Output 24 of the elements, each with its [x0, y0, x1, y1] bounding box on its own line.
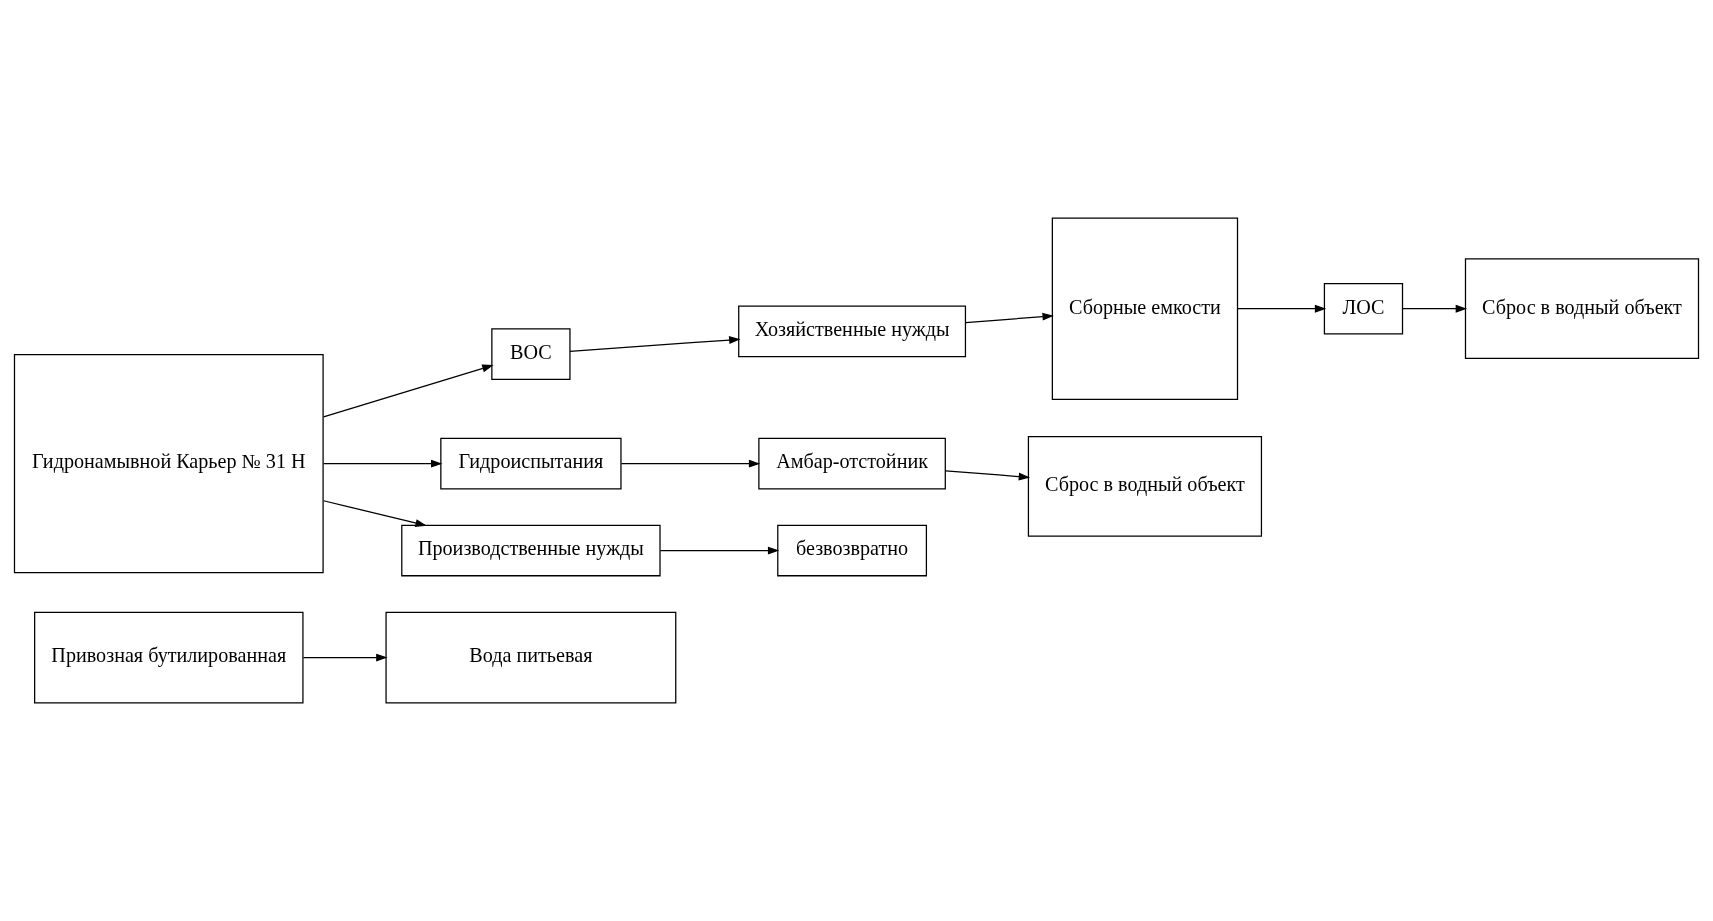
- arrow: [322, 459, 443, 468]
- node-box: Сброс в водный объект: [1464, 258, 1700, 360]
- node-box: Хозяйственные нужды: [738, 305, 967, 358]
- node-box: Сборные емкости: [1051, 217, 1239, 401]
- arrow: [1402, 304, 1467, 313]
- node-box: безвозвратно: [777, 524, 928, 577]
- node-box: Привозная бутилированная: [34, 611, 304, 704]
- node-box: Гидронамывной Карьер № 31 Н: [13, 354, 324, 574]
- arrow: [302, 653, 388, 662]
- arrow: [620, 459, 761, 468]
- node-box: ЛОС: [1323, 282, 1404, 335]
- node-box: Гидроиспытания: [440, 437, 622, 490]
- arrow: [322, 364, 494, 418]
- arrow: [569, 336, 741, 352]
- node-box: Производственные нужды: [401, 524, 661, 577]
- arrow: [1237, 304, 1327, 313]
- node-box: Амбар-отстойник: [758, 437, 946, 490]
- node-box: Вода питьевая: [385, 611, 677, 704]
- arrow: [322, 500, 427, 527]
- arrow: [964, 312, 1054, 324]
- arrow: [659, 546, 780, 555]
- node-box: ВОС: [491, 328, 571, 380]
- arrow: [945, 470, 1031, 481]
- node-box: Сброс в водный объект: [1027, 435, 1263, 537]
